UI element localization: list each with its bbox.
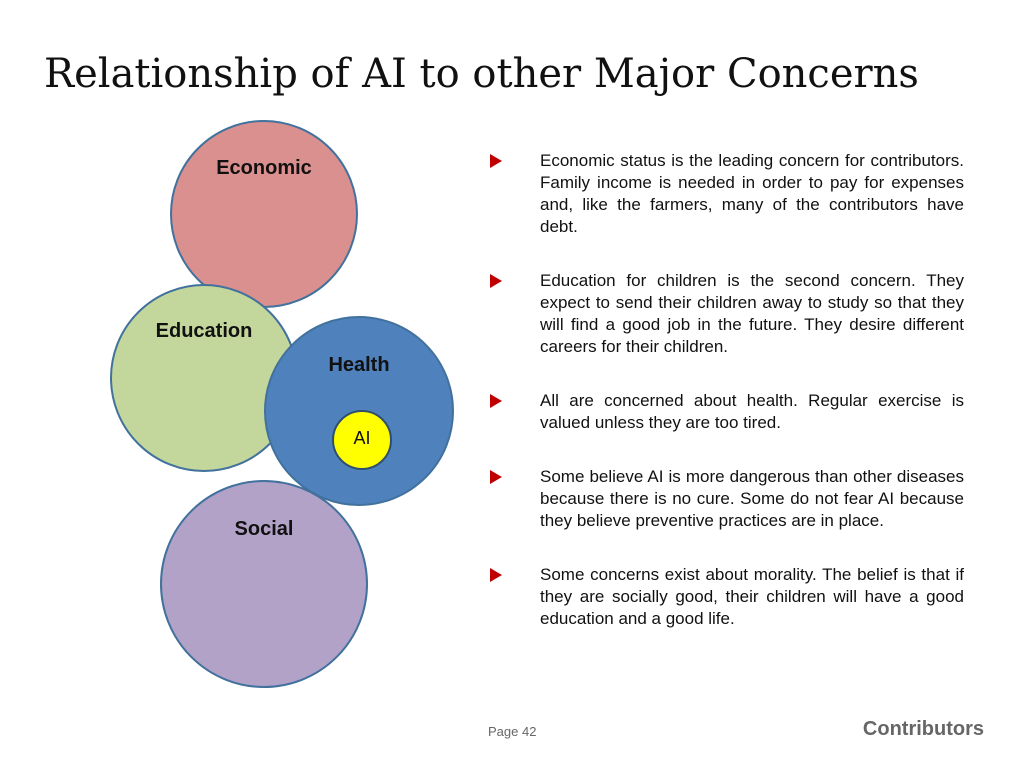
ai-circle: AI xyxy=(332,410,392,470)
bullet-item: Education for children is the second con… xyxy=(490,270,964,358)
bullet-item: Some concerns exist about morality. The … xyxy=(490,564,964,630)
bullet-item: Economic status is the leading concern f… xyxy=(490,150,964,238)
bullet-text: Education for children is the second con… xyxy=(540,271,964,356)
bullet-item: Some believe AI is more dangerous than o… xyxy=(490,466,964,532)
triangle-bullet-icon xyxy=(490,470,502,484)
triangle-bullet-icon xyxy=(490,154,502,168)
health-label: Health xyxy=(328,354,390,376)
slide-title: Relationship of AI to other Major Concer… xyxy=(44,51,919,97)
education-label: Education xyxy=(155,320,253,342)
social-label: Social xyxy=(234,518,294,540)
footer-brand: Contributors xyxy=(862,718,984,740)
bullet-item: All are concerned about health. Regular … xyxy=(490,390,964,434)
triangle-bullet-icon xyxy=(490,568,502,582)
bullet-list: Economic status is the leading concern f… xyxy=(490,150,964,662)
triangle-bullet-icon xyxy=(490,274,502,288)
page-number: Page 42 xyxy=(488,724,537,739)
education-circle: Education xyxy=(110,284,298,472)
triangle-bullet-icon xyxy=(490,394,502,408)
bullet-text: All are concerned about health. Regular … xyxy=(540,391,964,432)
economic-label: Economic xyxy=(216,157,312,179)
bullet-text: Some concerns exist about morality. The … xyxy=(540,565,964,628)
bullet-text: Economic status is the leading concern f… xyxy=(540,151,964,236)
economic-circle: Economic xyxy=(170,120,358,308)
social-circle: Social xyxy=(160,480,368,688)
ai-label: AI xyxy=(353,428,371,448)
bullet-text: Some believe AI is more dangerous than o… xyxy=(540,467,964,530)
